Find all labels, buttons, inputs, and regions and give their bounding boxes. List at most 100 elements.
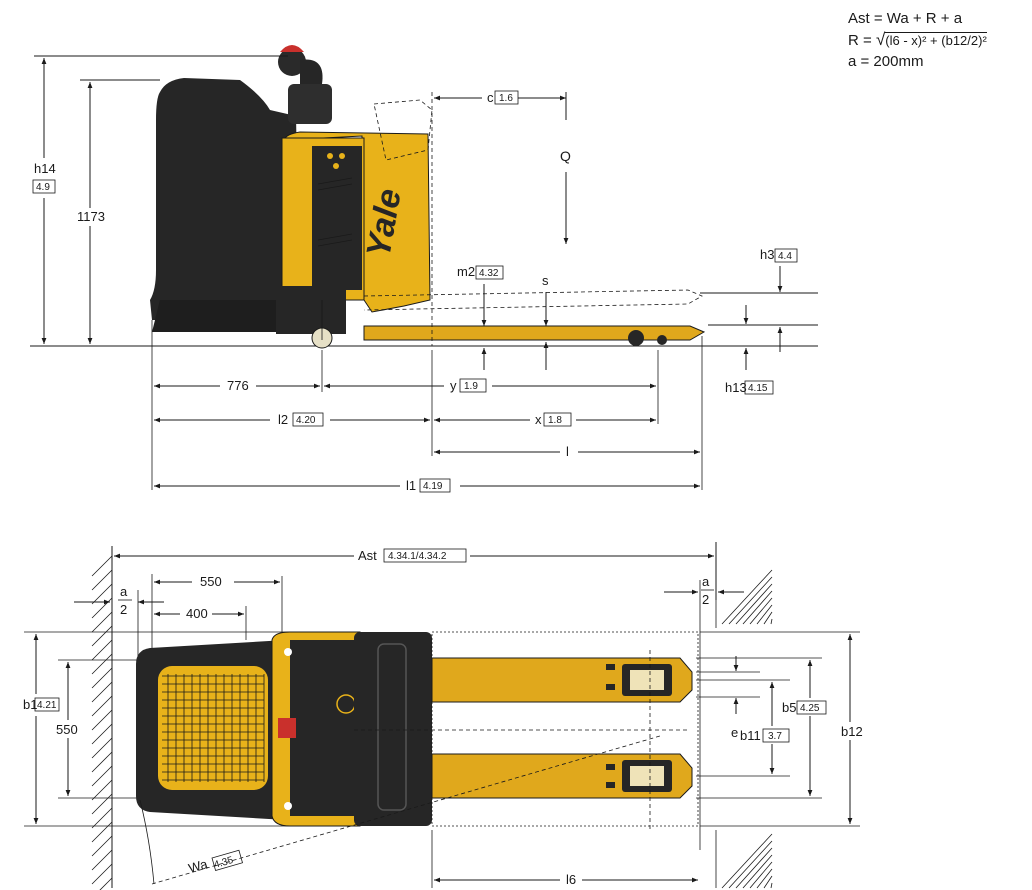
hatch-line <box>91 807 113 829</box>
b5-ref: 4.25 <box>800 703 820 714</box>
ast-ref: 4.34.1/4.34.2 <box>388 551 447 562</box>
hatch-line <box>749 597 773 625</box>
x-ref-box <box>543 412 572 427</box>
c-label: c <box>487 90 494 105</box>
l2-label: l2 <box>278 412 288 427</box>
fork-hole <box>606 664 615 670</box>
x-ref: 1.8 <box>548 415 562 426</box>
hatch-line <box>735 583 773 625</box>
a-half-right-num: a <box>702 574 710 589</box>
hatch-line <box>735 847 773 889</box>
height-1173-label: 1173 <box>77 209 105 224</box>
hatch-line <box>763 611 773 625</box>
load-roller-upper-inner <box>630 670 664 690</box>
formula-r-expr: (l6 - x)² + (b12/2)² <box>885 32 987 48</box>
hatch-line <box>763 875 773 889</box>
h14-label: h14 <box>34 161 56 176</box>
right-wall-hatch <box>715 560 773 889</box>
hatch-line <box>728 840 773 889</box>
load-roller <box>628 330 644 346</box>
hatch-line <box>728 576 773 625</box>
formula-block: Ast = Wa + R + a R = √(l6 - x)² + (b12/2… <box>848 8 987 72</box>
top-view: Ast 4.34.1/4.34.2 a 2 a 2 550 400 b1 <box>22 542 864 890</box>
dim-550-side-label: 550 <box>56 722 78 737</box>
formula-r-prefix: R = <box>848 32 876 49</box>
hatch-line <box>91 793 113 815</box>
b5-label: b5 <box>782 700 796 715</box>
operator-platform-body <box>150 78 300 320</box>
h3-ref: 4.4 <box>778 251 792 262</box>
hatch-line <box>742 590 773 625</box>
platform-mat <box>158 666 268 790</box>
hatch-line <box>770 618 773 625</box>
h13-ref-box <box>744 380 774 395</box>
b5-ref-box <box>796 700 827 715</box>
hatch-line <box>91 569 113 591</box>
ast-label: Ast <box>358 548 377 563</box>
screw-icon <box>327 153 333 159</box>
hatch-line <box>91 653 113 675</box>
b1-ref: 4.21 <box>37 700 57 711</box>
b12-label: b12 <box>841 724 863 739</box>
fork-hole <box>606 764 615 770</box>
h13-label: h13 <box>725 380 747 395</box>
load-roller-small <box>657 335 667 345</box>
chassis-dark-panel <box>312 146 362 290</box>
hatch-line <box>742 854 773 889</box>
b1-ref-box <box>34 697 60 712</box>
battery-cover <box>354 632 432 826</box>
m2-ref-box <box>475 265 504 280</box>
a-half-left-den: 2 <box>120 602 127 617</box>
dim-776-label: 776 <box>227 378 249 393</box>
hatch-line <box>91 737 113 759</box>
m2-ref: 4.32 <box>479 268 499 279</box>
l1-ref: 4.19 <box>423 481 443 492</box>
left-wall-hatch <box>91 555 113 890</box>
b11-ref: 3.7 <box>768 731 782 742</box>
l1-label: l1 <box>406 478 416 493</box>
y-ref: 1.9 <box>464 381 478 392</box>
hatch-line <box>91 751 113 773</box>
hatch-line <box>91 723 113 745</box>
hatch-line <box>91 695 113 717</box>
fork-hole <box>606 782 615 788</box>
hatch-line <box>91 709 113 731</box>
hatch-line <box>91 863 113 885</box>
hatch-line <box>91 821 113 843</box>
fork-hole <box>606 684 615 690</box>
hatch-line <box>99 877 113 890</box>
formula-r: R = √(l6 - x)² + (b12/2)² <box>848 29 987 51</box>
b1-label: b1 <box>23 697 37 712</box>
b11-label: b11 <box>740 728 761 743</box>
wa-label: Wa <box>187 856 210 876</box>
formula-ast: Ast = Wa + R + a <box>848 10 963 27</box>
y-label: y <box>450 378 457 393</box>
a-half-left-num: a <box>120 584 128 599</box>
l1-ref-box <box>419 478 451 493</box>
m2-label: m2 <box>457 264 475 279</box>
h13-ref: 4.15 <box>748 383 768 394</box>
l2-ref-box <box>292 412 324 427</box>
dim-550-top-label: 550 <box>200 574 222 589</box>
hatch-line <box>91 625 113 647</box>
c-ref: 1.6 <box>499 93 513 104</box>
corner-marker <box>284 802 292 810</box>
tiller-base <box>288 84 332 124</box>
fork-lowered <box>363 325 706 341</box>
tiller-red-button <box>280 45 304 52</box>
h14-ref-box <box>32 179 56 194</box>
screw-icon <box>339 153 345 159</box>
battery-handle <box>377 643 407 811</box>
l2-ref: 4.20 <box>296 415 316 426</box>
emergency-stop-icon <box>278 718 296 738</box>
wa-arc <box>139 799 155 885</box>
platform-base <box>152 300 300 332</box>
hatch-line <box>749 861 773 889</box>
hatch-line <box>91 667 113 689</box>
h3-label: h3 <box>760 247 774 262</box>
hatch-line <box>91 849 113 871</box>
panel-vents <box>317 177 353 247</box>
hatch-line <box>91 835 113 857</box>
hatch-line <box>91 639 113 661</box>
